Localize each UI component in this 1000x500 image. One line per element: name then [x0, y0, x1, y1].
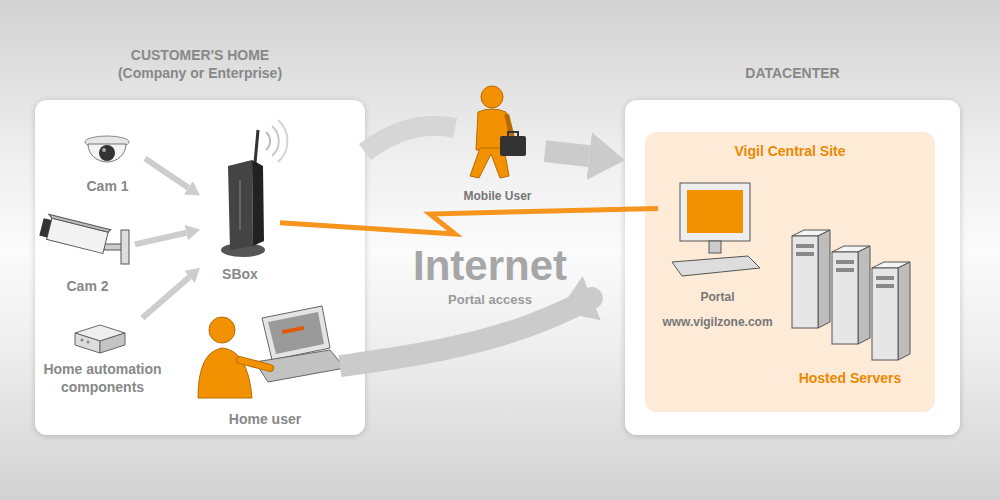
label-holder: Portal access — [395, 292, 585, 307]
server-rack-icon — [792, 236, 818, 328]
server-rack-icon — [898, 262, 910, 360]
dome-camera-icon — [88, 144, 126, 162]
portal-computer-icon — [680, 183, 750, 241]
box-camera-icon — [121, 230, 129, 264]
user-node: Mobile User — [450, 78, 545, 204]
server-rack-icon — [872, 262, 910, 360]
portal-computer-icon — [687, 190, 743, 233]
user-label: Mobile User — [463, 189, 531, 204]
server-rack-icon — [832, 246, 870, 344]
automation-node: Home automation components — [36, 318, 169, 397]
portal-computer-icon — [672, 256, 760, 276]
automation-box-icon — [100, 333, 125, 353]
portal-label: Portal — [700, 290, 734, 305]
central-site-box: Vigil Central SitePortal www.vigilzone.co… — [645, 132, 935, 412]
sbox-router-icon — [239, 180, 241, 230]
server-label: Hosted Servers — [799, 369, 902, 388]
automation-box-icon — [87, 341, 90, 344]
server-rack-icon — [796, 244, 814, 248]
home-user-figure — [268, 312, 324, 354]
label-holder: Internet — [395, 242, 585, 290]
automation-box-icon — [75, 325, 125, 353]
datacenter-panel-ground — [625, 100, 960, 435]
mobile-user-figure — [470, 86, 526, 178]
box-camera-icon — [39, 218, 51, 237]
server-rack-icon — [876, 276, 894, 280]
server-rack-icon — [796, 252, 814, 256]
link-bolt — [280, 208, 658, 234]
connector-group — [135, 151, 658, 366]
user-label: Home user — [229, 410, 301, 429]
automation-box-icon — [81, 339, 84, 342]
device-label: Home automation components — [36, 360, 169, 397]
site-title: Vigil Central Site — [735, 142, 846, 160]
home-user-figure — [209, 317, 235, 343]
server-rack-icon — [836, 260, 854, 264]
sbox-router-icon — [221, 120, 287, 257]
automation-box-icon — [75, 333, 100, 353]
mobile-user-figure — [508, 132, 518, 136]
home-user-figure — [240, 360, 270, 368]
device-label: Cam 2 — [66, 277, 108, 296]
sbox-router-icon — [278, 120, 287, 162]
flow-arrow — [340, 298, 592, 366]
server-rack-icon — [818, 230, 830, 328]
central-site-ground — [645, 132, 935, 412]
sbox-router-icon — [266, 132, 270, 150]
box-camera-icon — [39, 213, 111, 254]
sbox-router-icon — [255, 130, 258, 163]
device-label: Cam 1 — [86, 177, 128, 196]
home-user-figure — [282, 326, 304, 334]
box-camera-icon — [48, 214, 111, 232]
server-rack-icon — [876, 284, 894, 288]
internet-band — [365, 126, 455, 152]
portal-label: www.vigilzone.com — [662, 315, 772, 330]
flow-arrow — [135, 233, 186, 245]
mobile-user-figure — [481, 86, 503, 108]
server-rack-icon — [792, 230, 910, 360]
network-sublabel: Portal access — [395, 292, 585, 307]
sbox-router-icon — [272, 126, 279, 156]
gateway-node: SBox — [200, 148, 280, 284]
flow-arrow — [145, 159, 188, 188]
home-user-figure — [240, 360, 270, 368]
flow-arrow — [142, 277, 189, 318]
flow-arrow — [545, 151, 589, 156]
server-rack-icon — [832, 252, 858, 344]
box-camera-icon — [39, 213, 129, 264]
device-label: SBox — [222, 265, 258, 284]
sbox-router-icon — [252, 160, 264, 246]
dome-camera-icon — [102, 148, 106, 152]
portal-computer-icon — [672, 183, 760, 276]
portal-computer-icon — [709, 241, 721, 253]
camera-node: Cam 1 — [70, 128, 145, 196]
site-panel: DATACENTERVigil Central SitePortalwww.vi… — [625, 100, 960, 435]
network-label: Internet — [395, 242, 585, 290]
home-user-figure — [198, 306, 345, 398]
panel-heading: CUSTOMER'S HOME (Company or Enterprise) — [102, 46, 298, 82]
server-rack-icon — [836, 268, 854, 272]
customer-panel-ground — [35, 100, 365, 435]
portal-node: Portal www.vigilzone.com — [658, 178, 777, 330]
server-node: Hosted Servers — [780, 218, 920, 388]
mobile-user-figure — [500, 136, 526, 156]
camera-node: Cam 2 — [40, 210, 135, 296]
dome-camera-icon — [85, 136, 129, 162]
dome-camera-icon — [99, 145, 115, 161]
panel-heading: DATACENTER — [643, 64, 943, 82]
server-rack-icon — [872, 268, 898, 360]
server-rack-icon — [858, 246, 870, 344]
home-user-figure — [198, 348, 252, 398]
user-node: Home user — [190, 298, 340, 429]
sbox-router-icon — [228, 160, 253, 250]
site-panel: CUSTOMER'S HOME (Company or Enterprise)C… — [35, 100, 365, 435]
server-rack-icon — [792, 230, 830, 328]
